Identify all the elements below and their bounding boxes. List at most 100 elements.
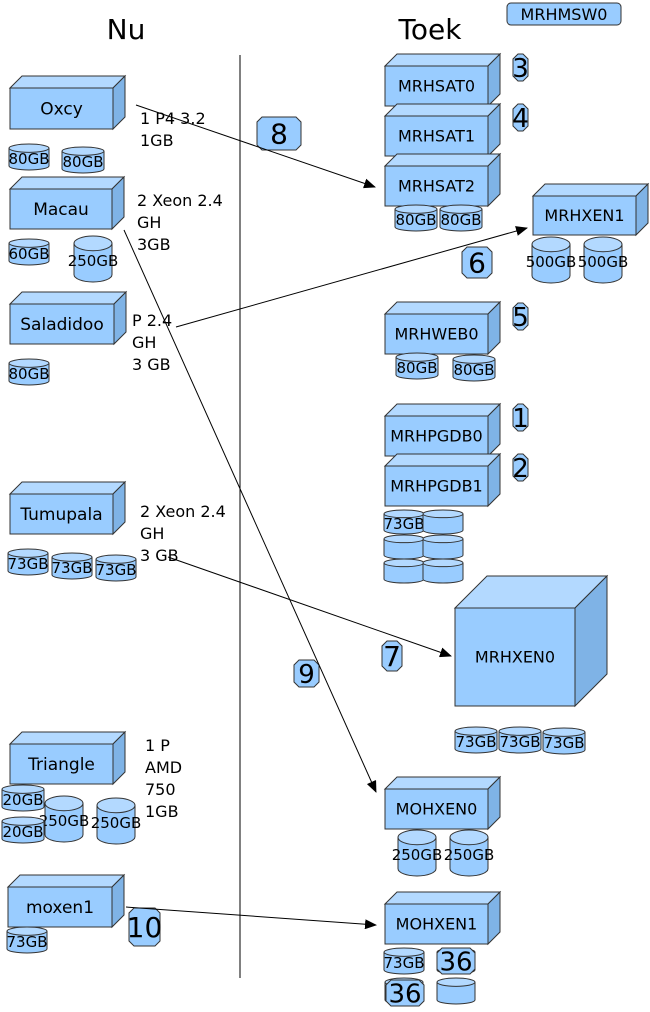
spec-tumupala: 2 Xeon 2.4GH 3 GB xyxy=(140,502,226,565)
badge-number: 9 xyxy=(298,660,315,690)
disk-size-label: 80GB xyxy=(453,361,494,379)
server-mrhxen0: MRHXEN0 xyxy=(453,574,609,708)
disk-icon: 73GB xyxy=(542,727,586,755)
server-label-macau: Macau xyxy=(33,200,89,220)
arrow-tumupala-to-mrhxen0 xyxy=(167,556,452,658)
spec-line: 750 xyxy=(145,780,176,799)
disk-size-label: 80GB xyxy=(62,153,103,171)
disk-icon xyxy=(422,509,464,535)
badge-number: 1 xyxy=(512,404,529,434)
server-label-triangle: Triangle xyxy=(27,755,95,775)
disk-icon: 73GB xyxy=(6,926,48,954)
disk-icon: 80GB xyxy=(395,352,439,380)
disk-icon: 73GB xyxy=(383,509,425,535)
disk-icon xyxy=(383,558,425,584)
disk-icon: 73GB xyxy=(454,726,498,754)
server-label-mrhxen0: MRHXEN0 xyxy=(475,648,555,667)
disk-size-label: 250GB xyxy=(91,814,142,832)
disk-size-label: 80GB xyxy=(440,211,481,229)
server-label-mohxen1: MOHXEN1 xyxy=(396,915,478,934)
disk-size-label: 73GB xyxy=(51,559,92,577)
disk-size-label: 80GB xyxy=(8,365,49,383)
badge-number: 5 xyxy=(512,303,529,333)
disk-size-label: 500GB xyxy=(526,253,577,271)
server-label-mrhsat1: MRHSAT1 xyxy=(398,127,475,146)
server-label-oxcy: Oxcy xyxy=(40,99,83,119)
server-label-mrhpgdb0: MRHPGDB0 xyxy=(390,427,482,446)
server-mrhsat2: MRHSAT2 xyxy=(383,152,502,208)
switch-label: MRHMSW0 xyxy=(521,5,608,24)
disk-size-label: 20GB xyxy=(2,791,43,809)
disk-size-label: 80GB xyxy=(8,150,49,168)
disk-icon xyxy=(383,534,425,560)
disk-icon: 73GB xyxy=(498,726,542,754)
arrow-oxcy-to-mrhsat2 xyxy=(135,104,376,189)
heading-toek: Toek xyxy=(398,13,463,46)
badge-number: 7 xyxy=(383,640,401,673)
spec-line: 3 GB xyxy=(140,546,179,565)
badge-n1: 1 xyxy=(512,403,529,434)
server-saladidoo: Saladidoo xyxy=(8,290,128,346)
disk-icon: 73GB xyxy=(7,548,49,576)
server-label-mrhsat0: MRHSAT0 xyxy=(398,77,475,96)
server-label-mohxen0: MOHXEN0 xyxy=(396,800,478,819)
badge-n7: 7 xyxy=(381,640,403,673)
server-mrhxen1: MRHXEN1 xyxy=(531,182,650,237)
disk-size-label: 73GB xyxy=(7,555,48,573)
disk-icon xyxy=(422,534,464,560)
disk-size-label: 250GB xyxy=(392,846,443,864)
spec-line: GH xyxy=(137,213,161,232)
spec-line: GH xyxy=(140,524,164,543)
disk-size-label: 73GB xyxy=(383,954,424,972)
server-mohxen1: MOHXEN1 xyxy=(383,890,502,946)
server-macau: Macau xyxy=(8,175,126,231)
arrow-macau-to-mohxen0 xyxy=(123,229,377,793)
disk-icon: 250GB xyxy=(392,829,443,877)
spec-line: 2 Xeon 2.4 xyxy=(140,502,226,521)
disk-icon: 73GB xyxy=(51,552,93,580)
disk-icon: 20GB xyxy=(1,784,45,812)
badge-n8: 8 xyxy=(256,116,302,151)
disk-icon: 73GB xyxy=(383,947,425,975)
server-tumupala: Tumupala xyxy=(8,480,127,536)
disk-icon: 250GB xyxy=(91,797,142,845)
badge-number: 4 xyxy=(512,104,529,134)
disk-size-label: 73GB xyxy=(543,734,584,752)
switch-mrhmsw0: MRHMSW0 xyxy=(506,2,622,26)
disk-size-label: 73GB xyxy=(499,733,540,751)
server-label-moxen1: moxen1 xyxy=(26,898,94,918)
badge-n6: 6 xyxy=(461,246,493,280)
server-mrhsat1: MRHSAT1 xyxy=(383,102,502,158)
heading-nu: Nu xyxy=(107,13,146,46)
badge-number: 6 xyxy=(468,247,486,280)
disk-icon: 80GB xyxy=(394,204,438,232)
badge-n36a: 36 xyxy=(436,947,476,977)
disk-size-label: 80GB xyxy=(395,211,436,229)
disk-icon: 250GB xyxy=(39,795,89,843)
spec-line: AMD xyxy=(145,758,182,777)
disk-size-label: 73GB xyxy=(383,515,424,533)
badge-n4: 4 xyxy=(512,103,529,134)
badge-n2: 2 xyxy=(512,453,529,484)
badge-number: 2 xyxy=(512,454,529,484)
server-label-mrhpgdb1: MRHPGDB1 xyxy=(390,477,482,496)
spec-line: 1 P xyxy=(145,736,170,755)
server-label-mrhsat2: MRHSAT2 xyxy=(398,177,475,196)
disk-icon: 250GB xyxy=(68,235,119,283)
badge-number: 3 xyxy=(512,54,529,84)
arrows xyxy=(123,104,528,930)
server-label-saladidoo: Saladidoo xyxy=(20,315,103,335)
server-mrhweb0: MRHWEB0 xyxy=(383,300,502,356)
disk-size-label: 73GB xyxy=(6,933,47,951)
badge-number: 36 xyxy=(388,979,421,1009)
disk-icon: 80GB xyxy=(452,354,496,382)
disk-size-label: 250GB xyxy=(444,846,495,864)
server-mrhsat0: MRHSAT0 xyxy=(383,52,502,108)
disk-icon: 80GB xyxy=(439,204,483,232)
disk-size-label: 250GB xyxy=(68,252,119,270)
server-mrhpgdb0: MRHPGDB0 xyxy=(383,402,502,458)
